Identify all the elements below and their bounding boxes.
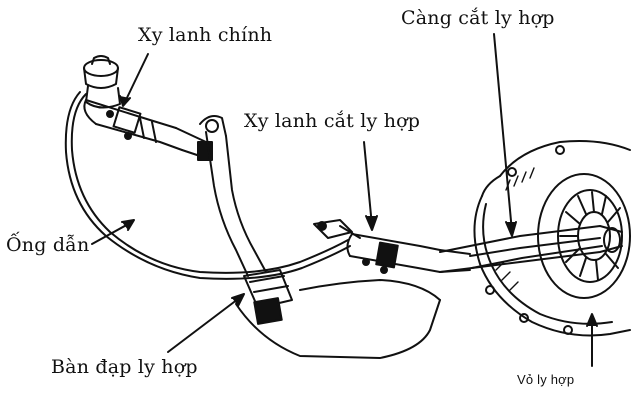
master-cylinder (84, 56, 212, 160)
arrow-master-cylinder (124, 54, 148, 104)
clutch-housing (474, 141, 630, 336)
arrow-clutch-pedal (168, 296, 242, 352)
arrow-slave-cylinder (364, 142, 372, 226)
clutch-pedal (200, 116, 440, 358)
label-slave-cylinder: Xy lanh cắt ly hợp (244, 112, 420, 131)
label-hydraulic-line: Ống dẫn (6, 236, 89, 255)
arrow-release-fork (494, 34, 512, 232)
release-fork (440, 226, 622, 272)
label-clutch-pedal: Bàn đạp ly hợp (51, 358, 198, 377)
label-master-cylinder: Xy lanh chính (138, 26, 272, 45)
label-release-fork: Càng cắt ly hợp (401, 9, 555, 28)
label-clutch-housing: Vỏ ly hợp (517, 373, 574, 386)
